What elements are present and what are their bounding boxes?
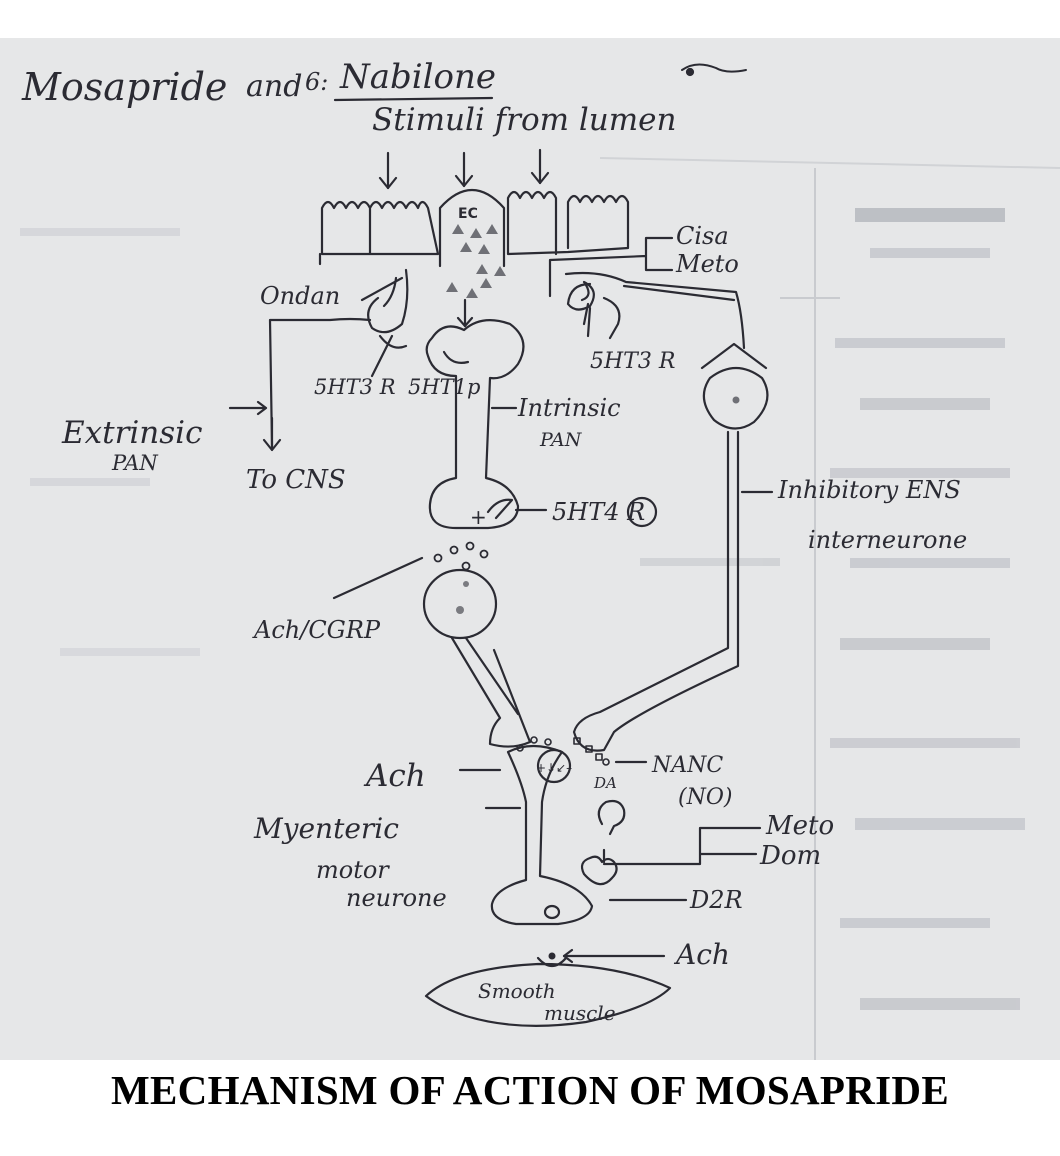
ach-cgrp-pointer	[332, 556, 424, 600]
interneuron-axon	[450, 636, 532, 748]
smooth-label: Smooth	[478, 979, 556, 1003]
ach-low-arrowhead-icon	[562, 948, 574, 964]
intrinsic-label: Intrinsic	[517, 394, 621, 422]
5ht3r-left-label: 5HT3 R	[314, 375, 396, 399]
ec-label: EC	[458, 206, 478, 222]
5ht1p-receptor-icon	[442, 350, 470, 364]
heading-separator: and	[246, 69, 302, 104]
d2-receptor-icon	[580, 855, 618, 886]
smooth-muscle-cell	[424, 962, 672, 1027]
cisa-label: Cisa	[676, 222, 729, 250]
da-label: DA	[593, 774, 617, 792]
synaptic-vesicles-icon	[516, 736, 610, 766]
5ht4r-circle	[626, 496, 658, 528]
mosapride-diagram: Mosapride and 6: Nabilone Stimuli from l…	[20, 57, 1060, 1060]
stimulus-arrow-icon	[378, 151, 398, 190]
5ht3r-right-pointer	[586, 306, 592, 338]
ach-cgrp-label: Ach/CGRP	[252, 616, 381, 644]
heading-drug: Mosapride	[21, 65, 227, 109]
motor-label: motor	[316, 856, 390, 884]
pen-dot	[685, 67, 695, 77]
ec-cell	[438, 188, 506, 268]
epithelium-right	[506, 190, 630, 256]
epithelium-left	[320, 200, 440, 256]
extrinsic-arrow-icon	[228, 400, 268, 416]
5ht3r-right-label: 5HT3 R	[590, 349, 675, 374]
interneurone-label: interneurone	[808, 526, 967, 554]
heading-number: 6:	[305, 68, 328, 96]
motor-nucleus-ring	[536, 748, 572, 784]
stimuli-label: Stimuli from lumen	[372, 102, 676, 138]
ach-low-label: Ach	[673, 938, 730, 971]
extrinsic-pan-terminal	[268, 268, 409, 448]
release-vesicle-icon	[543, 904, 561, 920]
meto-low-label: Meto	[765, 811, 834, 841]
to-cns-label: To CNS	[246, 465, 346, 495]
cisa-meto-bracket	[548, 236, 674, 298]
stimulus-arrow-icon	[530, 148, 550, 185]
inhibitory-label: Inhibitory ENS	[777, 476, 961, 504]
myenteric-label: Myenteric	[253, 812, 399, 845]
meto-dom-bracket	[602, 826, 762, 866]
nanc-label: NANC	[651, 753, 723, 778]
ach-receptor-icon	[536, 956, 568, 968]
5ht3r-left-pointer	[370, 334, 394, 378]
interneuron-cell-body	[422, 568, 498, 640]
serotonin-granules-icon	[446, 224, 506, 298]
no-label: (NO)	[678, 785, 732, 810]
plus-sign: +	[470, 505, 487, 529]
ach-molecule-icon	[548, 952, 556, 960]
intrinsic-pan-label: PAN	[539, 429, 583, 451]
dom-label: Dom	[759, 841, 821, 871]
vesicles-icon	[433, 541, 489, 571]
stimulus-arrow-icon	[454, 151, 474, 188]
ach-mid-label: Ach	[363, 758, 426, 794]
extrinsic-pan-label: PAN	[111, 451, 158, 475]
to-cns-arrow-icon	[262, 416, 282, 452]
extrinsic-label: Extrinsic	[61, 415, 202, 451]
interneuron-nucleolus	[463, 581, 469, 587]
heading-underline	[333, 96, 494, 102]
5ht4-receptor-icon	[486, 498, 514, 520]
5ht1p-label: 5HT1p	[408, 375, 481, 399]
figure-caption: MECHANISM OF ACTION OF MOSAPRIDE	[111, 1067, 949, 1113]
inhibitory-interneuron	[572, 342, 769, 752]
bleed-through-texture	[20, 157, 1060, 1060]
meto-top-label: Meto	[675, 250, 739, 278]
right-5ht3-terminal	[564, 271, 746, 350]
ondan-label: Ondan	[260, 282, 340, 310]
5ht4r-label: 5HT4 R	[552, 498, 645, 526]
heading-drug2: Nabilone	[339, 57, 496, 97]
muscle-label: muscle	[544, 1001, 616, 1025]
interneuron-nucleus	[456, 606, 464, 614]
neurone-label: neurone	[346, 884, 447, 912]
notebook-photo: Mosapride and 6: Nabilone Stimuli from l…	[0, 38, 1060, 1060]
da-terminal-icon	[597, 799, 626, 836]
release-arrow-icon	[456, 298, 474, 328]
myenteric-motor-neuron	[490, 744, 594, 926]
pen-scribble	[681, 63, 747, 73]
intrinsic-pan-neuron	[425, 319, 525, 530]
motor-inner-label: +↓↙–	[536, 761, 572, 775]
inhibitory-nucleus	[732, 396, 740, 404]
d2r-label: D2R	[689, 886, 743, 914]
